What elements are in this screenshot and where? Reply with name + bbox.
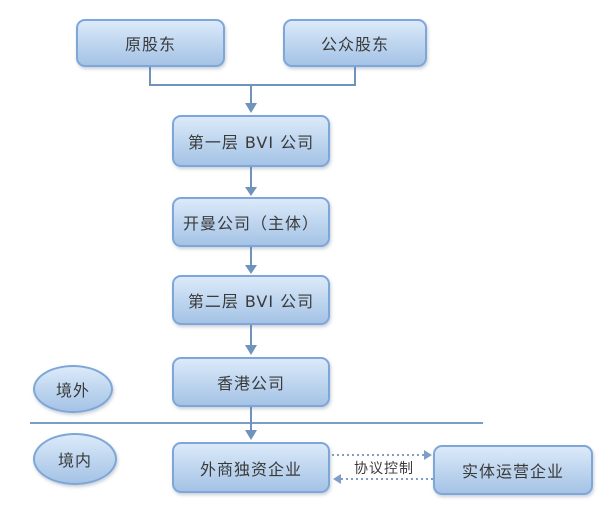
- vie-arrow-left-head: [333, 474, 341, 484]
- node-original-shareholders: 原股东: [76, 19, 225, 67]
- arrow-bvi1-to-cayman-head: [245, 187, 257, 196]
- node-bvi-layer-1-label: 第一层 BVI 公司: [187, 133, 315, 152]
- node-cayman-company-label: 开曼公司（主体）: [182, 214, 319, 233]
- node-operating-company: 实体运营企业: [433, 445, 593, 495]
- node-original-shareholders-label: 原股东: [124, 35, 176, 54]
- node-operating-company-label: 实体运营企业: [461, 462, 564, 481]
- vie-arrow-right-head: [424, 450, 432, 460]
- arrow-hk-to-wfoe-head: [245, 430, 257, 440]
- region-onshore-ellipse: 境内: [33, 433, 117, 485]
- arrow-bvi2-to-hk-head: [245, 345, 257, 355]
- node-bvi-layer-2-label: 第二层 BVI 公司: [187, 292, 315, 311]
- vie-control-edge-label: 协议控制: [354, 461, 414, 477]
- node-hong-kong-company: 香港公司: [172, 357, 330, 407]
- region-onshore-label: 境内: [57, 451, 92, 470]
- connector-shareholders-join: [149, 67, 356, 86]
- arrow-cayman-to-bvi2-head: [245, 265, 257, 274]
- node-bvi-layer-2: 第二层 BVI 公司: [172, 275, 330, 325]
- node-wfoe: 外商独资企业: [172, 442, 330, 493]
- node-cayman-company: 开曼公司（主体）: [172, 197, 330, 247]
- region-offshore-label: 境外: [55, 381, 90, 400]
- node-public-shareholders: 公众股东: [283, 19, 427, 67]
- node-hong-kong-company-label: 香港公司: [216, 374, 285, 393]
- node-public-shareholders-label: 公众股东: [320, 35, 389, 54]
- arrow-join-to-bvi1-head: [245, 103, 257, 113]
- region-offshore-ellipse: 境外: [33, 365, 113, 413]
- node-bvi-layer-1: 第一层 BVI 公司: [172, 115, 330, 167]
- node-wfoe-label: 外商独资企业: [199, 459, 302, 479]
